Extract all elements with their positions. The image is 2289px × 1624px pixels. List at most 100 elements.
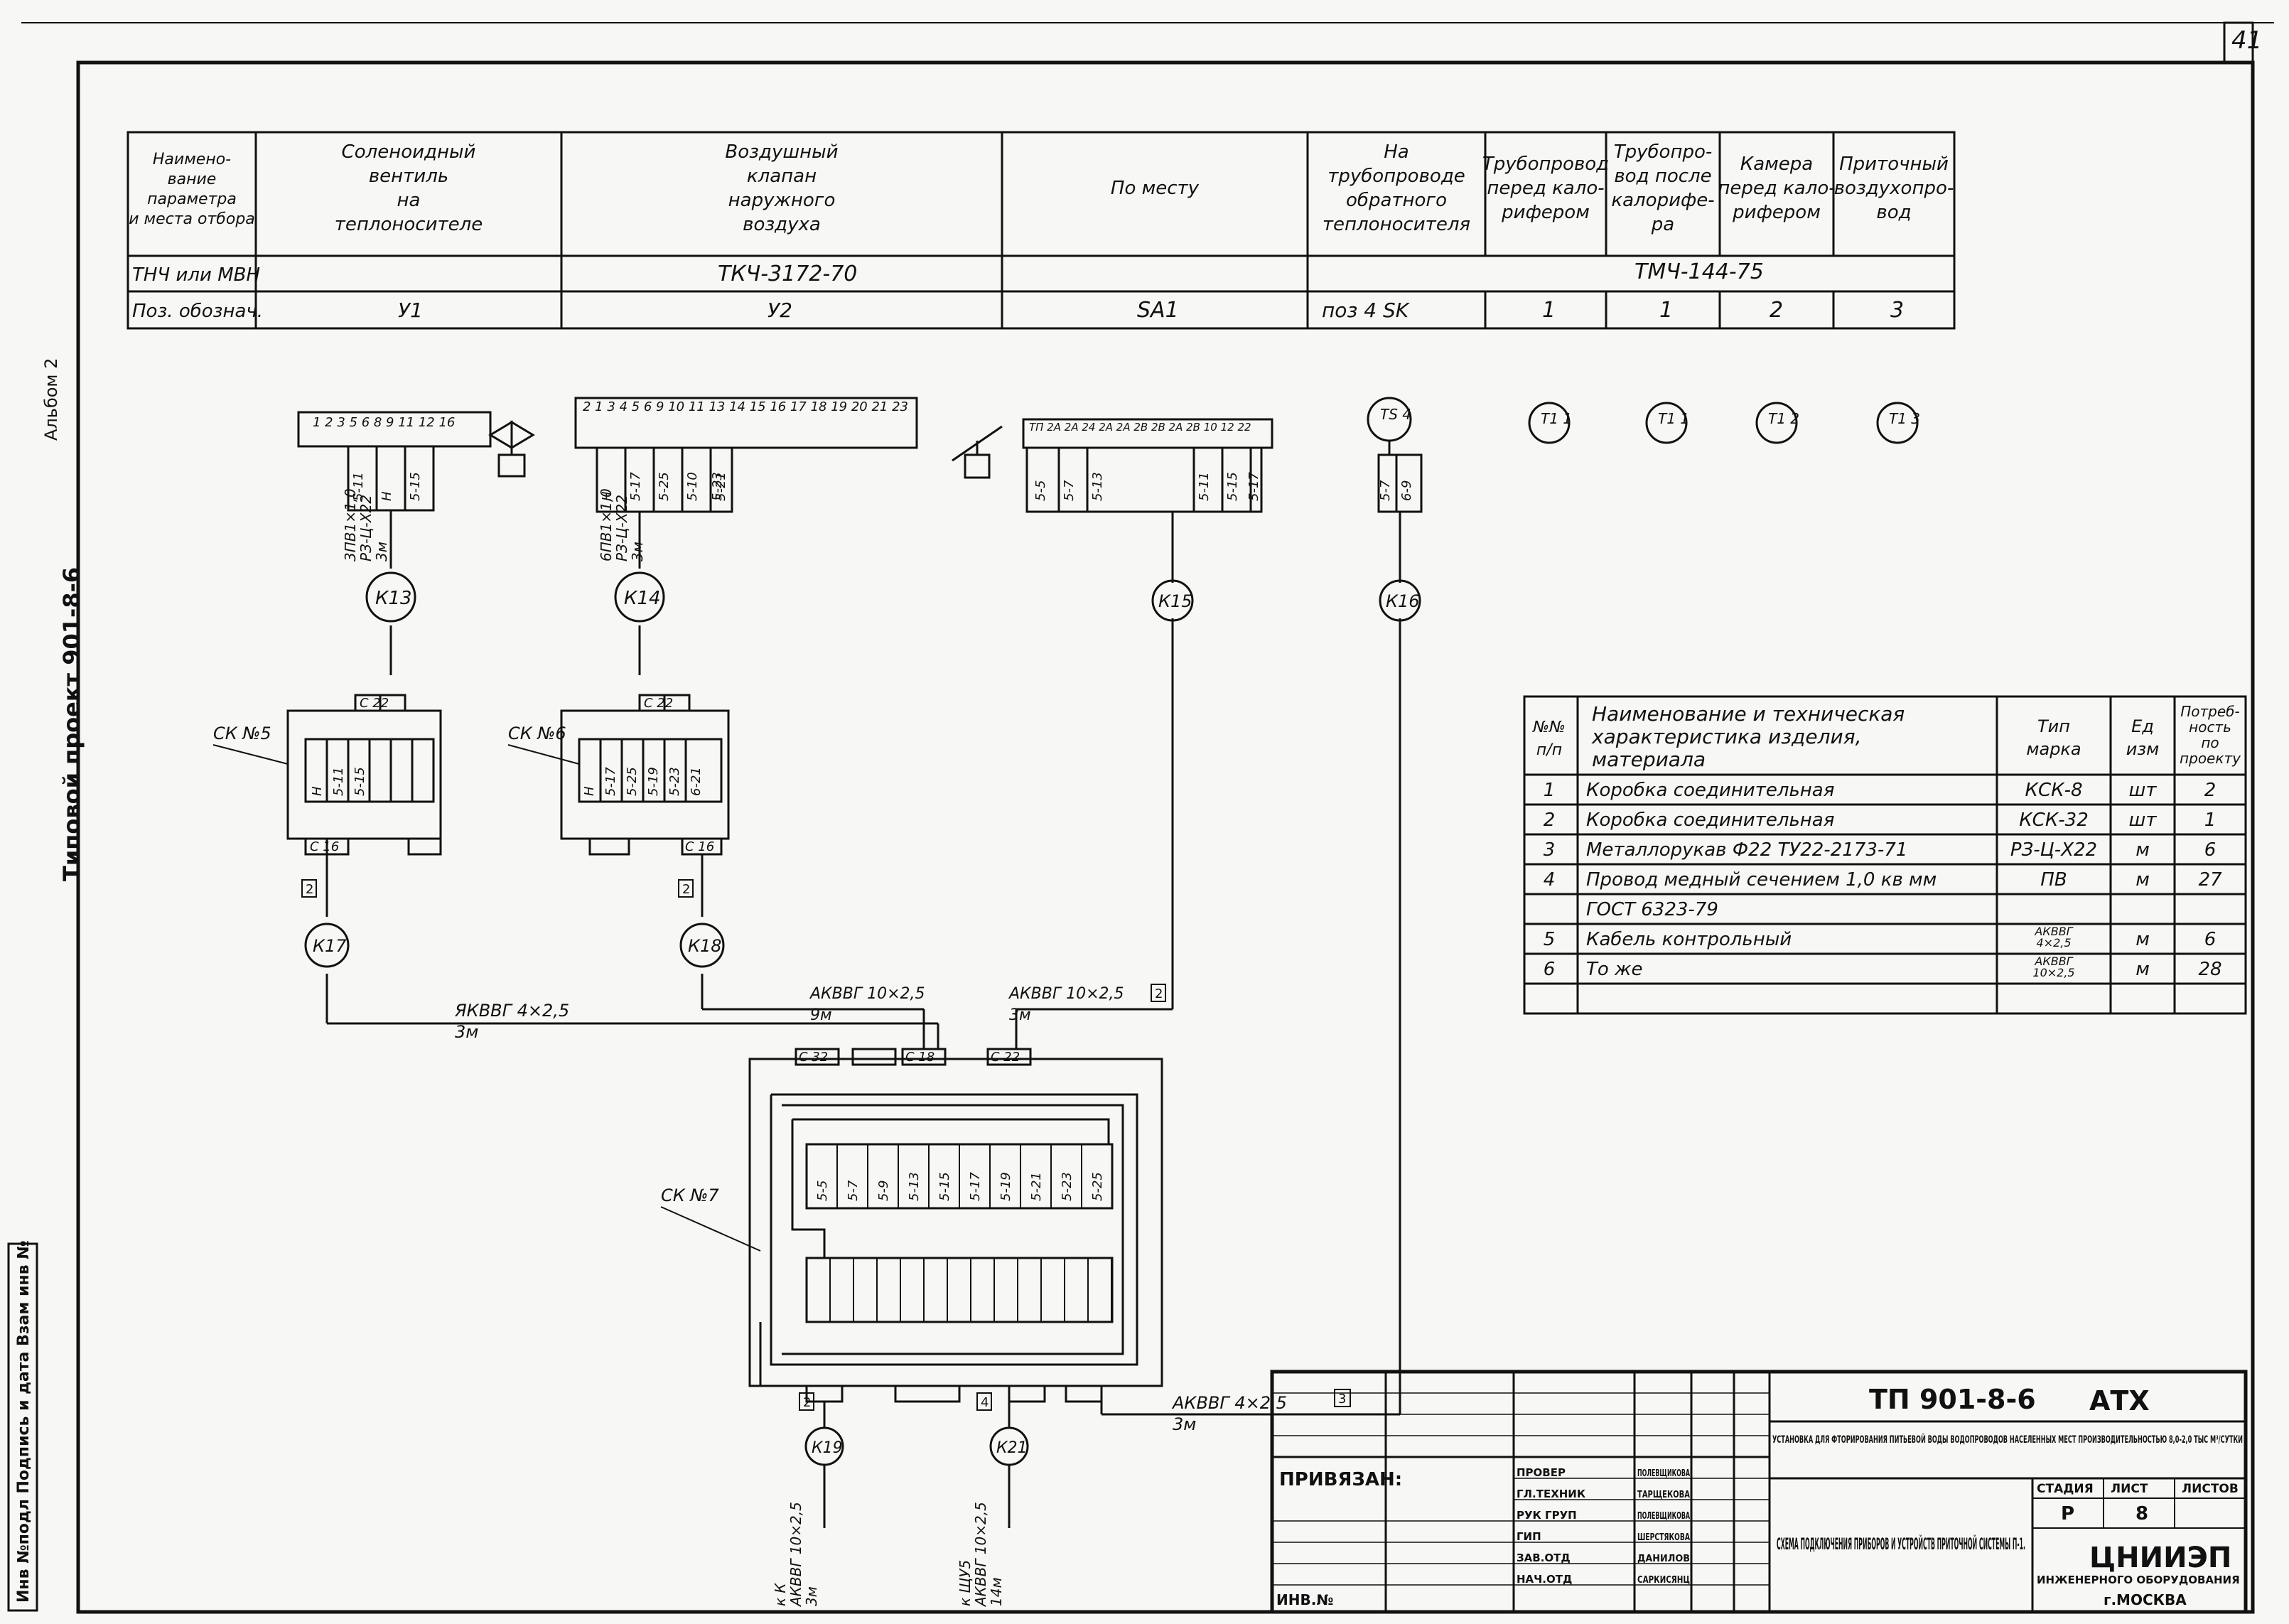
- ck7-term-2: 5-7: [846, 1180, 861, 1201]
- ck7-label: СК №7: [661, 1185, 719, 1205]
- material-cell-6-1: 5: [1544, 929, 1556, 950]
- wire-label-2-6: 5-21: [713, 472, 728, 501]
- ck7-term-8: 5-21: [1029, 1172, 1044, 1201]
- poz-value-1: У1: [398, 299, 423, 322]
- material-cell-3-3: РЗ-Ц-Х22: [2010, 839, 2097, 861]
- ck5-cell-3: 5-15: [352, 767, 367, 796]
- signer-1: ПОЛЕВЩИКОВА: [1637, 1468, 1690, 1479]
- cable-label-k13: 3ПВ1×1,0РЗ-Ц-Х223м: [342, 488, 390, 561]
- title-block-text: ТП 901-8-6 АТХ УСТАНОВКА ДЛЯ ФТОРИРОВАНИ…: [1276, 1384, 2243, 1608]
- wire-label-4-1: 5-7: [1378, 480, 1393, 501]
- ck6-cell-2: 5-17: [603, 767, 618, 796]
- wire-label-2-1: Н: [600, 491, 615, 501]
- role-2: ГЛ.ТЕХНИК: [1517, 1488, 1586, 1500]
- boxnum-1: 2: [301, 879, 317, 898]
- wire-label-1-1: 5-11: [351, 472, 366, 501]
- material-cell-4-4: м: [2135, 869, 2150, 891]
- wire-label-3-3: 5-13: [1090, 472, 1105, 501]
- boxnum-2-label: 2: [682, 882, 690, 897]
- boxnum-5: 2: [799, 1392, 814, 1411]
- stage-label: СТАДИЯ: [2037, 1482, 2094, 1496]
- material-cell-4-3: ПВ: [2040, 869, 2067, 891]
- ck7-term-9: 5-23: [1060, 1172, 1075, 1201]
- tag-k16-label: К16: [1386, 591, 1420, 611]
- ck7-term-1: 5-5: [815, 1181, 830, 1201]
- role-3: РУК ГРУП: [1517, 1509, 1577, 1522]
- org-name: ЦНИИЭП: [2089, 1542, 2231, 1574]
- drawing-title: СХЕМА ПОДКЛЮЧЕНИЯ ПРИБОРОВ И УСТРОЙСТВ П…: [1777, 1535, 2025, 1554]
- org-sub: ИНЖЕНЕРНОГО ОБОРУДОВАНИЯ: [2037, 1574, 2240, 1586]
- signer-6: САРКИСЯНЦ: [1637, 1575, 1690, 1586]
- material-cell-6-4: м: [2135, 929, 2150, 950]
- terminals-3: ТП 2А 2А 24 2А 2А 2В 2В 2А 2В 10 12 22: [1029, 421, 1251, 434]
- tag-k18: К18: [679, 923, 725, 968]
- signer-3: ПОЛЕВЩИКОВА: [1637, 1511, 1690, 1522]
- ck7-term-4: 5-13: [907, 1172, 922, 1201]
- wire-label-3-4: 5-11: [1197, 472, 1212, 501]
- boxnum-5-label: 2: [803, 1395, 811, 1410]
- sheet-value: 8: [2135, 1503, 2148, 1524]
- terminal-ck7-c32: С 32: [799, 1050, 828, 1065]
- cable-out-1: к КАКВВГ 10×2,53м: [772, 1502, 820, 1608]
- material-cell-5-2: ГОСТ 6323-79: [1586, 899, 1718, 920]
- tag-k16: К16: [1379, 579, 1421, 622]
- schematic: [286, 397, 1423, 1528]
- ck6-cell-6: 6-21: [689, 767, 704, 796]
- section-code: АТХ: [2089, 1385, 2150, 1416]
- material-cell-2-4: шт: [2129, 810, 2158, 831]
- instrument-t3-label: Т1 2: [1768, 410, 1799, 427]
- wire-label-2-4: 5-10: [685, 472, 700, 501]
- ck6-cell-1: Н: [582, 786, 597, 796]
- poz-value-7: 2: [1770, 298, 1783, 323]
- tnch-value-2: ТМЧ-144-75: [1634, 259, 1764, 284]
- wire-label-3-1: 5-5: [1033, 480, 1048, 501]
- boxnum-3: 2: [1151, 984, 1166, 1002]
- param-header-4: По месту: [1111, 178, 1200, 199]
- material-cell-3-1: 3: [1544, 839, 1556, 861]
- material-cell-7-2: То же: [1586, 959, 1642, 980]
- tag-k14: К14: [614, 571, 665, 623]
- boxnum-6: 4: [976, 1392, 992, 1411]
- sheet-label: ЛИСТ: [2111, 1482, 2148, 1496]
- instrument-ts4: ТS 4: [1367, 397, 1412, 442]
- ck5-cell-1: Н: [310, 786, 325, 796]
- device-air-valve-terminals: [574, 397, 918, 449]
- material-cell-2-5: 1: [2204, 810, 2217, 831]
- terminal-ck5-bottom: С 16: [310, 839, 339, 854]
- poz-value-8: 3: [1890, 298, 1904, 323]
- project-name: УСТАНОВКА ДЛЯ ФТОРИРОВАНИЯ ПИТЬЕВОЙ ВОДЫ…: [1772, 1434, 2243, 1446]
- wire-label-1-3: 5-15: [408, 472, 423, 501]
- instrument-t4-label: Т1 3: [1889, 410, 1920, 427]
- terminal-ck7-c22: С 22: [991, 1050, 1020, 1065]
- signer-4: ШЕРСТЯКОВА: [1637, 1532, 1690, 1543]
- ck7-lower-strip: [829, 1258, 1112, 1322]
- cable-out-2: к ЩУ5АКВВГ 10×2,514м: [957, 1502, 1005, 1608]
- cable-label-k14: 6ПВ1×1,0РЗ-Ц-Х223м: [598, 488, 646, 561]
- poz-value-2: У2: [768, 299, 792, 322]
- material-cell-3-5: 6: [2204, 839, 2217, 861]
- boxnum-2: 2: [678, 879, 694, 898]
- side-stamp: Альбом 2: [41, 358, 61, 441]
- privyazan: ПРИВЯЗАН:: [1279, 1469, 1402, 1490]
- ck6-cell-4: 5-19: [646, 767, 661, 796]
- role-6: НАЧ.ОТД: [1517, 1573, 1572, 1586]
- material-cell-4-2: Провод медный сечением 1,0 кв мм: [1586, 869, 1937, 891]
- ck6-cell-3: 5-25: [625, 767, 640, 796]
- boxnum-4: 3: [1334, 1389, 1351, 1407]
- boxnum-3-label: 2: [1155, 986, 1163, 1001]
- signer-5: ДАНИЛОВ: [1637, 1554, 1690, 1564]
- org-city: г.МОСКВА: [2104, 1591, 2187, 1608]
- wire-label-3-6: 5-17: [1246, 472, 1261, 501]
- wire-label-3-2: 5-7: [1062, 480, 1077, 501]
- ck7-term-5: 5-15: [937, 1172, 952, 1201]
- wire-label-2-2: 5-17: [628, 472, 643, 501]
- terminal-ck7-c18: С 18: [905, 1050, 935, 1065]
